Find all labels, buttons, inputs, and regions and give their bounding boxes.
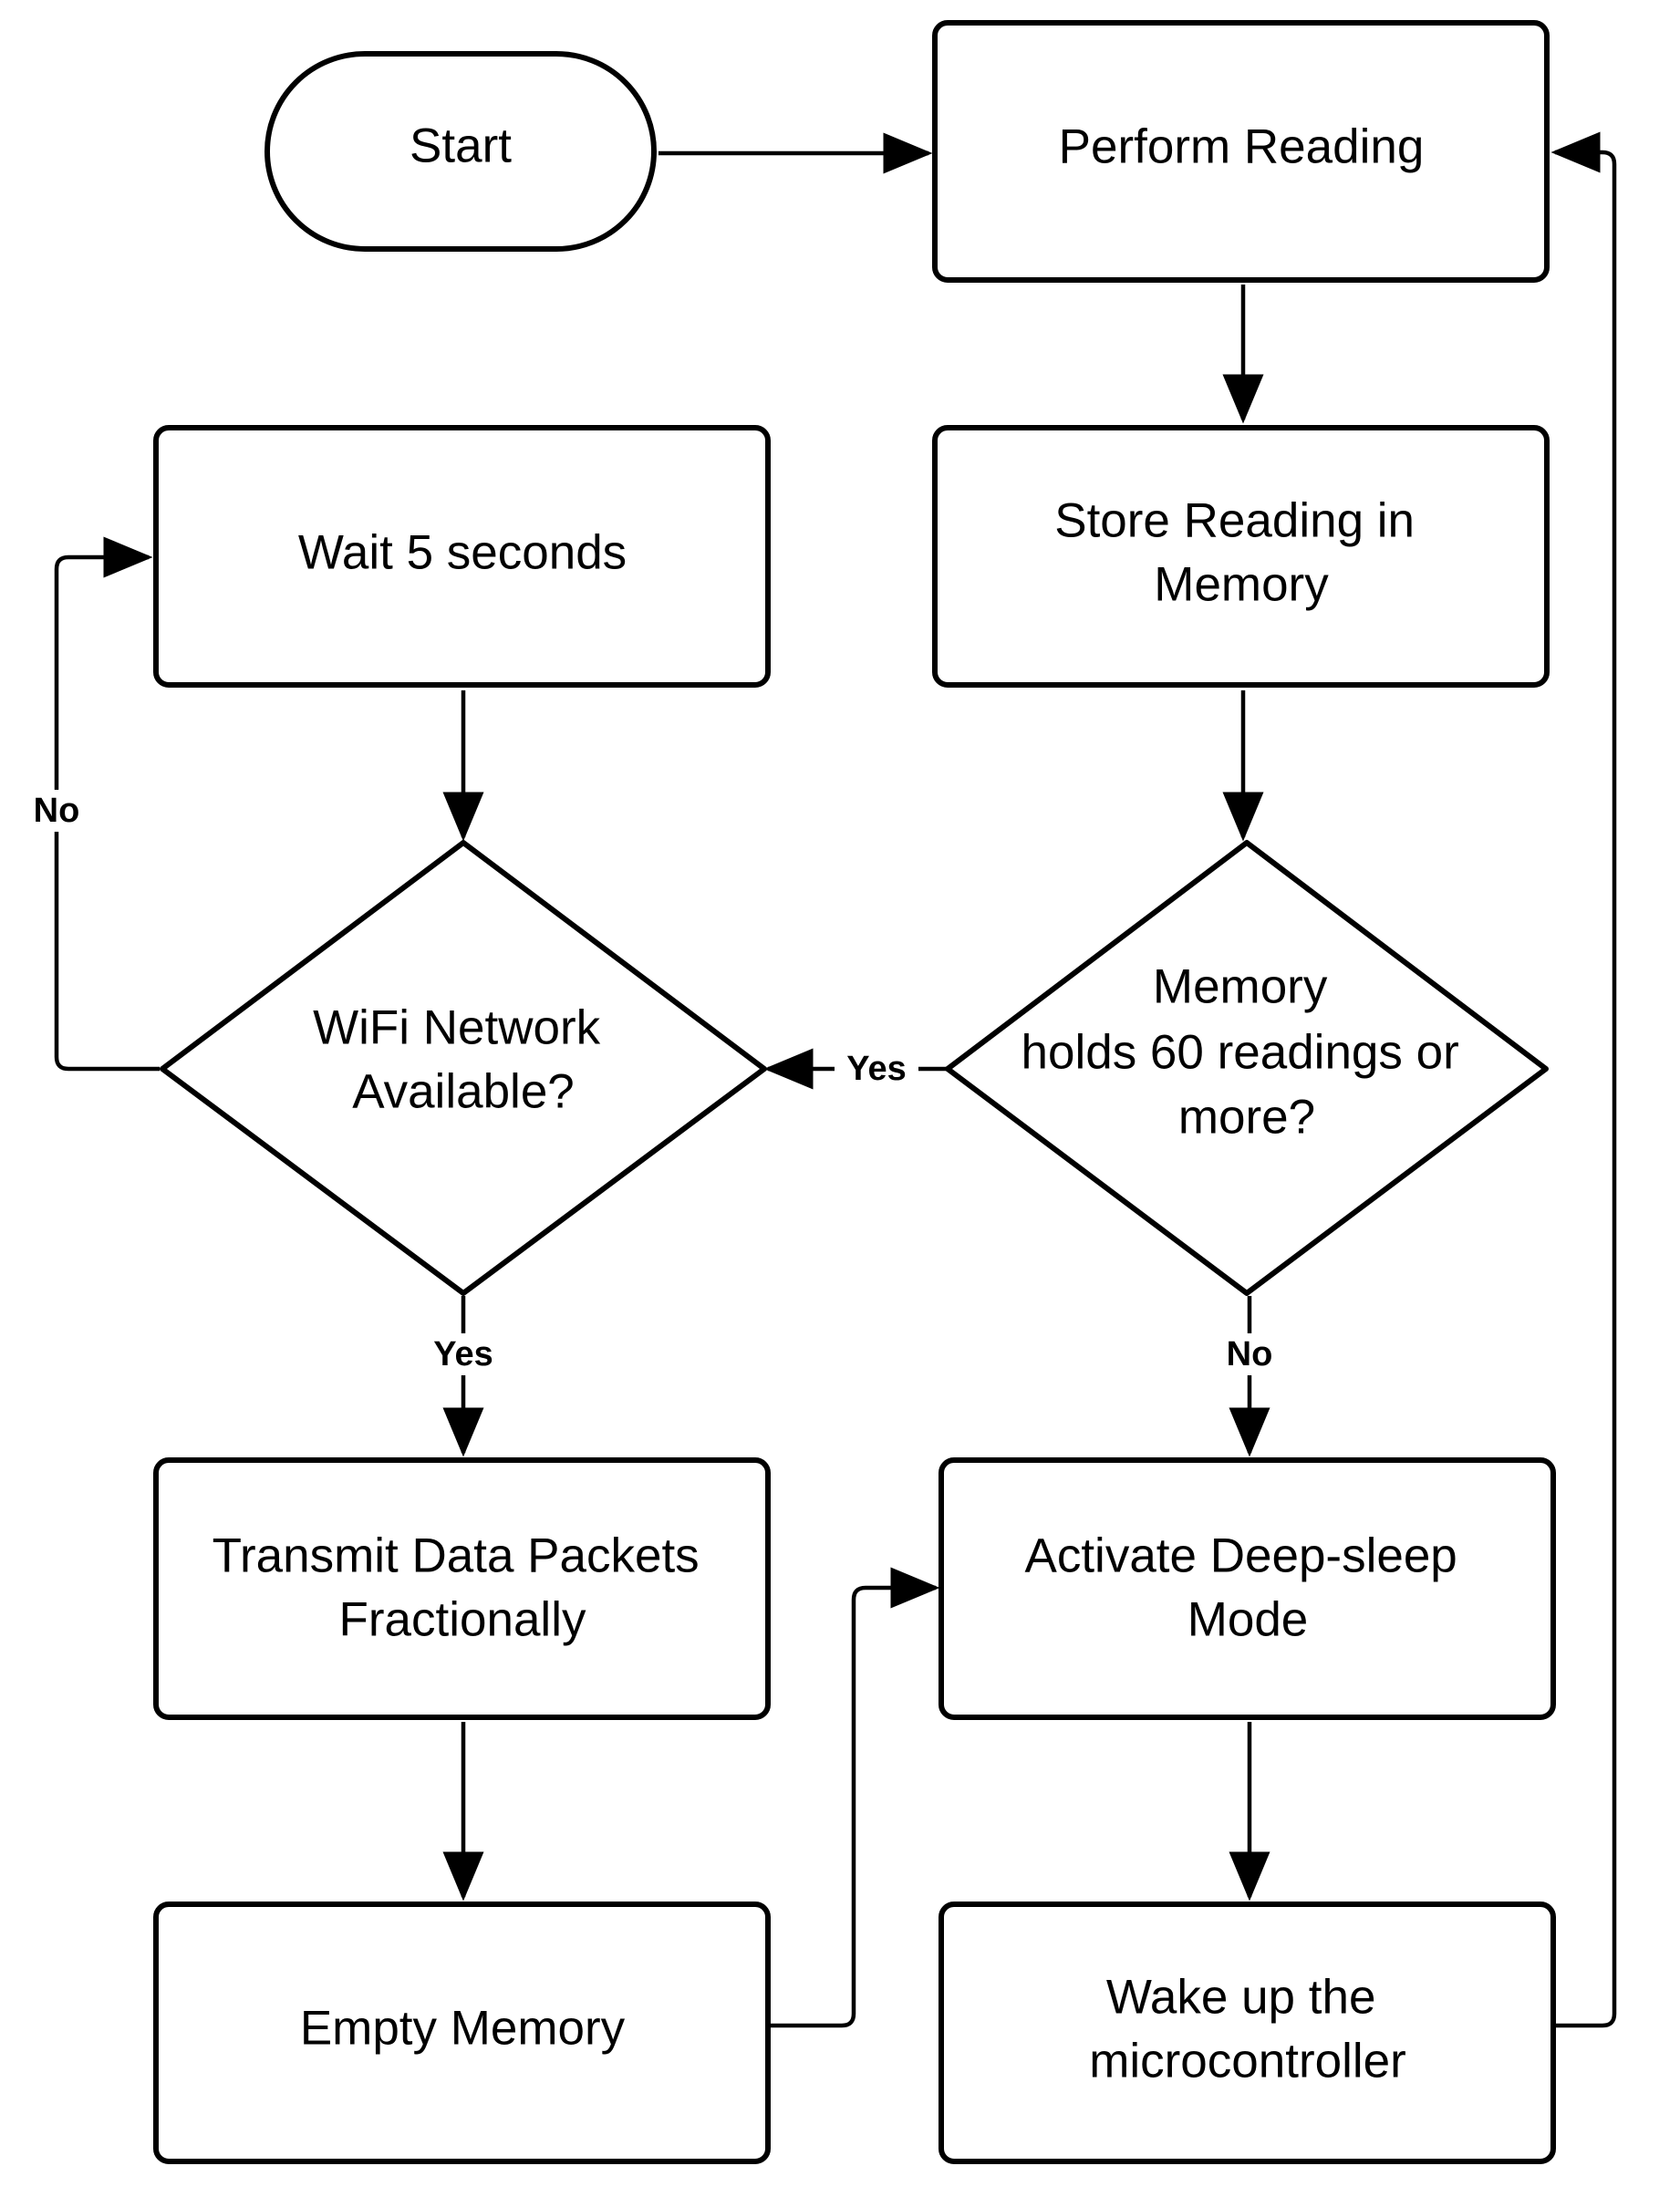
- node-deep-sleep: Activate Deep-sleep Mode: [939, 1457, 1556, 1720]
- node-store-reading-text-line-1: Store Reading in: [1054, 494, 1415, 548]
- node-memory-check: Memory holds 60 readings or more?: [945, 840, 1549, 1296]
- node-store-reading-text-line-2: Memory: [1154, 558, 1329, 612]
- svg-text:Empty Memory: Empty Memory: [300, 2002, 626, 2056]
- node-empty-memory: Empty Memory: [153, 1902, 771, 2164]
- edge-label-wifi-yes: Yes: [433, 1335, 493, 1373]
- node-wake-up: Wake up the microcontroller: [939, 1902, 1556, 2164]
- edge-empty-memory-to-deep-sleep: [769, 1567, 940, 2028]
- svg-text:Store Reading in Memor: Store Reading in Memory: [1054, 494, 1428, 612]
- svg-text:Wait 5 seconds: Wait 5 seconds: [298, 526, 627, 580]
- node-wait-text-line-1: Wait 5 seconds: [298, 526, 627, 580]
- node-transmit: Transmit Data Packets Fractionally: [153, 1457, 771, 1720]
- node-store-reading: Store Reading in Memory: [932, 425, 1550, 688]
- svg-text:Transmit Data Packets: Transmit Data Packets Fractionally: [213, 1529, 713, 1647]
- svg-text:Activate Deep-sleep Mo: Activate Deep-sleep Mode: [1024, 1529, 1470, 1647]
- node-wake-up-text-line-2: microcontroller: [1089, 2035, 1406, 2088]
- node-start-text-line-1: Start: [410, 119, 512, 173]
- svg-text:Perform Reading: Perform Reading: [1059, 120, 1425, 174]
- svg-text:WiFi Network Available: WiFi Network Available?: [313, 1001, 614, 1119]
- node-perform-reading: Perform Reading: [932, 20, 1550, 283]
- node-transmit-text-line-2: Fractionally: [339, 1593, 586, 1647]
- node-memory-check-text-line-2: holds 60 readings or: [1021, 1026, 1459, 1080]
- edge-label-memory-no: No: [1227, 1335, 1273, 1373]
- node-start: Start: [264, 51, 657, 252]
- node-wake-up-text-line-1: Wake up the: [1106, 1971, 1376, 2025]
- edge-label-memory-yes: Yes: [846, 1050, 907, 1088]
- node-perform-reading-text-line-1: Perform Reading: [1059, 120, 1425, 174]
- node-wifi-check: WiFi Network Available?: [160, 840, 767, 1296]
- node-wifi-check-text-line-1: WiFi Network: [313, 1001, 601, 1055]
- node-memory-check-text-line-3: more?: [1178, 1091, 1315, 1145]
- nodes: Start Perform Reading Store Reading in M…: [153, 20, 1556, 2164]
- node-wifi-check-text-line-2: Available?: [352, 1065, 575, 1119]
- svg-text:Start: Start: [410, 119, 512, 173]
- node-deep-sleep-text-line-1: Activate Deep-sleep: [1024, 1529, 1457, 1583]
- svg-text:Wake up the microcontr: Wake up the microcontroller: [1089, 1971, 1406, 2088]
- node-transmit-text-line-1: Transmit Data Packets: [213, 1529, 700, 1583]
- svg-text:Memory holds 60 readin: Memory holds 60 readings or more?: [1021, 960, 1473, 1145]
- node-deep-sleep-text-line-2: Mode: [1187, 1593, 1309, 1647]
- node-memory-check-text-line-1: Memory: [1153, 960, 1328, 1014]
- edge-wake-up-to-perform-reading: [1550, 131, 1617, 2028]
- node-wait: Wait 5 seconds: [153, 425, 771, 688]
- edge-labels: Yes No Yes No: [24, 790, 1283, 1375]
- edge-label-wifi-no: No: [34, 792, 80, 830]
- node-empty-memory-text-line-1: Empty Memory: [300, 2002, 626, 2056]
